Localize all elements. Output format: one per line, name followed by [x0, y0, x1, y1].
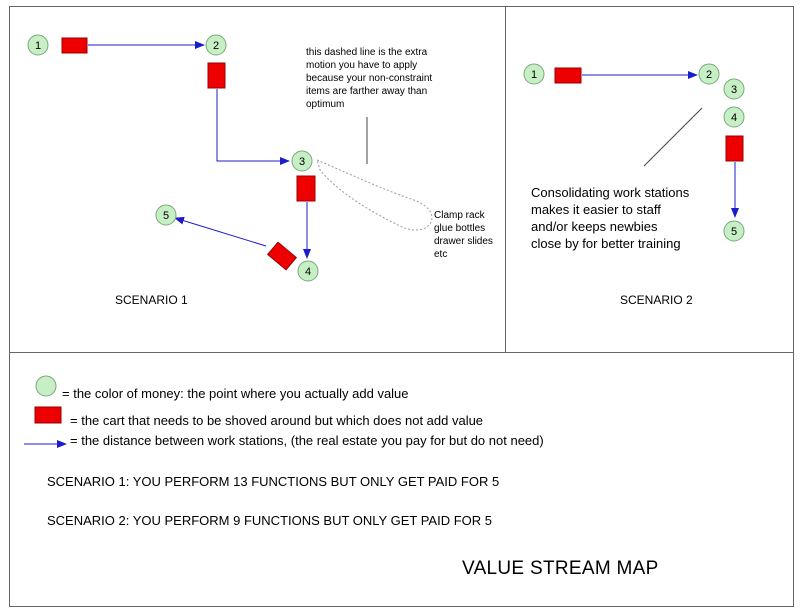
rack-note-line: Clamp rack — [434, 210, 485, 221]
s1-cart-2 — [207, 62, 226, 89]
s2-station-4: 4 — [723, 106, 745, 128]
legend-station-icon — [35, 375, 57, 397]
rack-note-line: etc — [434, 249, 448, 260]
s1-cart-4 — [266, 241, 298, 271]
s2-cart-1 — [554, 67, 582, 84]
svg-text:2: 2 — [213, 40, 219, 52]
s1-station-5: 5 — [155, 204, 177, 226]
svg-text:3: 3 — [299, 156, 305, 168]
s1-station-3: 3 — [291, 150, 313, 172]
s1-arrow-2-3 — [216, 89, 290, 165]
s1-station-2: 2 — [205, 34, 227, 56]
consolidating-note: Consolidating work stations makes it eas… — [531, 184, 689, 252]
s2-station-2: 2 — [698, 63, 720, 85]
consolidating-note-line: and/or keeps newbies — [531, 219, 658, 234]
s1-station-1: 1 — [27, 34, 49, 56]
s2-note-pointer — [643, 107, 703, 167]
dashed-note-line: motion you have to apply — [306, 60, 418, 71]
s1-cart-1 — [61, 37, 88, 54]
summary-scenario2: SCENARIO 2: YOU PERFORM 9 FUNCTIONS BUT … — [47, 513, 492, 528]
summary-scenario1: SCENARIO 1: YOU PERFORM 13 FUNCTIONS BUT… — [47, 474, 500, 489]
svg-text:5: 5 — [731, 226, 737, 238]
scenario2-flow: 1 2 3 4 5 — [523, 63, 745, 242]
svg-text:4: 4 — [731, 112, 737, 124]
scenario2-label: SCENARIO 2 — [620, 293, 693, 307]
clamp-rack-note: Clamp rack glue bottles drawer slides et… — [434, 209, 493, 261]
page-title: VALUE STREAM MAP — [462, 558, 659, 579]
s2-station-5: 5 — [723, 220, 745, 242]
s2-cart-2 — [725, 135, 744, 162]
svg-text:2: 2 — [706, 69, 712, 81]
s1-station-4: 4 — [297, 260, 319, 282]
dashed-note-line: optimum — [306, 99, 345, 110]
svg-text:4: 4 — [305, 266, 311, 278]
s1-arrow-4-5 — [174, 216, 267, 247]
consolidating-note-line: Consolidating work stations — [531, 185, 690, 200]
svg-text:5: 5 — [163, 210, 169, 222]
s1-cart-3 — [296, 175, 316, 202]
scenario1-flow: 1 2 3 4 5 — [27, 34, 433, 282]
legend-arrow-text: = the distance between work stations, (t… — [70, 433, 544, 448]
consolidating-note-line: makes it easier to staff — [531, 202, 661, 217]
s2-station-1: 1 — [523, 63, 545, 85]
legend-cart-icon — [34, 406, 62, 424]
svg-text:3: 3 — [731, 84, 737, 96]
svg-text:1: 1 — [35, 40, 41, 52]
rack-note-line: drawer slides — [434, 236, 493, 247]
dashed-note-line: items are farther away than — [306, 86, 428, 97]
s2-station-3: 3 — [723, 78, 745, 100]
dashed-note-line: this dashed line is the extra — [306, 47, 428, 58]
scenario1-label: SCENARIO 1 — [115, 293, 188, 307]
legend-cart-text: = the cart that needs to be shoved aroun… — [70, 413, 484, 428]
svg-text:1: 1 — [531, 69, 537, 81]
legend-station-text: = the color of money: the point where yo… — [62, 386, 409, 401]
dashed-note-line: because your non-constraint — [306, 73, 433, 84]
legend-icons — [24, 375, 67, 448]
consolidating-note-line: close by for better training — [531, 236, 681, 251]
rack-note-line: glue bottles — [434, 223, 486, 234]
dashed-line-note: this dashed line is the extra motion you… — [306, 46, 432, 111]
panel-borders — [9, 6, 794, 607]
extra-motion-dashed-loop — [316, 159, 433, 231]
